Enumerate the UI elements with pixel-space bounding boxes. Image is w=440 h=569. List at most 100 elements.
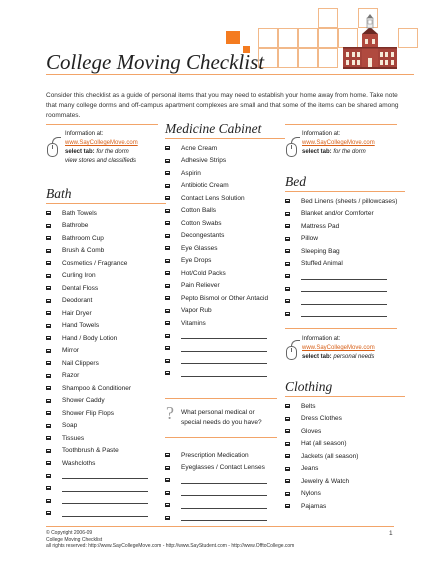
- checkbox-icon[interactable]: [285, 199, 290, 204]
- question-mark-icon: ?: [166, 403, 174, 423]
- checkbox-icon[interactable]: [46, 348, 51, 353]
- checkbox-icon[interactable]: [285, 491, 290, 496]
- checkbox-icon[interactable]: [46, 211, 51, 216]
- checkbox-icon[interactable]: [165, 453, 170, 458]
- checklist-item-label: Eye Drops: [181, 257, 212, 265]
- write-in-line[interactable]: [301, 310, 387, 318]
- checkbox-icon[interactable]: [285, 466, 290, 471]
- checkbox-icon[interactable]: [165, 271, 170, 276]
- write-in-line[interactable]: [181, 502, 267, 509]
- checkbox-icon[interactable]: [46, 373, 51, 378]
- write-in-line[interactable]: [181, 332, 267, 340]
- checkbox-icon[interactable]: [46, 336, 51, 341]
- checkbox-icon[interactable]: [46, 386, 51, 391]
- checkbox-icon[interactable]: [46, 273, 51, 278]
- mouse-icon: [286, 143, 297, 157]
- checkbox-icon[interactable]: [46, 436, 51, 441]
- checkbox-icon[interactable]: [46, 411, 51, 416]
- checklist-item: Sleeping Bag: [285, 245, 405, 258]
- info-link[interactable]: www.SayCollegeMove.com: [302, 345, 375, 351]
- checkbox-icon[interactable]: [285, 404, 290, 409]
- write-in-line[interactable]: [62, 497, 148, 505]
- checkbox-icon[interactable]: [165, 171, 170, 176]
- checkbox-icon[interactable]: [46, 261, 51, 266]
- checkbox-icon[interactable]: [285, 416, 290, 421]
- checkbox-icon[interactable]: [46, 311, 51, 316]
- write-in-line[interactable]: [62, 472, 148, 480]
- info-link[interactable]: www.SayCollegeMove.com: [65, 140, 138, 146]
- checkbox-icon[interactable]: [165, 358, 170, 363]
- checkbox-icon[interactable]: [46, 398, 51, 403]
- checkbox-icon[interactable]: [46, 511, 51, 516]
- checkbox-icon[interactable]: [285, 429, 290, 434]
- checkbox-icon[interactable]: [165, 490, 170, 495]
- write-in-line[interactable]: [181, 477, 267, 484]
- write-in-line[interactable]: [181, 514, 267, 522]
- checkbox-icon[interactable]: [46, 448, 51, 453]
- checklist-item-label: Hot/Cold Packs: [181, 269, 226, 277]
- checkbox-icon[interactable]: [285, 249, 290, 254]
- info-box-bed: Information at: www.SayCollegeMove.com s…: [302, 130, 397, 157]
- checkbox-icon[interactable]: [285, 479, 290, 484]
- checkbox-icon[interactable]: [46, 236, 51, 241]
- checkbox-icon[interactable]: [165, 515, 170, 520]
- info-link[interactable]: www.SayCollegeMove.com: [302, 140, 375, 146]
- checkbox-icon[interactable]: [165, 296, 170, 301]
- checkbox-icon[interactable]: [46, 461, 51, 466]
- checklist-item: Shampoo & Conditioner: [46, 382, 166, 395]
- checkbox-icon[interactable]: [46, 298, 51, 303]
- checkbox-icon[interactable]: [165, 346, 170, 351]
- write-in-line[interactable]: [181, 357, 267, 365]
- checkbox-icon[interactable]: [165, 283, 170, 288]
- write-in-line[interactable]: [181, 345, 267, 352]
- checkbox-icon[interactable]: [165, 503, 170, 508]
- checkbox-icon[interactable]: [165, 158, 170, 163]
- write-in-line[interactable]: [181, 489, 267, 497]
- checkbox-icon[interactable]: [165, 333, 170, 338]
- checkbox-icon[interactable]: [46, 223, 51, 228]
- checkbox-icon[interactable]: [46, 473, 51, 478]
- checkbox-icon[interactable]: [165, 196, 170, 201]
- checkbox-icon[interactable]: [285, 274, 290, 279]
- checklist-item-label: Brush & Comb: [62, 247, 105, 255]
- checkbox-icon[interactable]: [46, 361, 51, 366]
- checklist-item: Jackets (all season): [285, 450, 405, 463]
- checkbox-icon[interactable]: [165, 478, 170, 483]
- checkbox-icon[interactable]: [165, 233, 170, 238]
- write-in-line[interactable]: [301, 298, 387, 305]
- checkbox-icon[interactable]: [285, 311, 290, 316]
- checkbox-icon[interactable]: [165, 321, 170, 326]
- write-in-line[interactable]: [301, 285, 387, 293]
- checkbox-icon[interactable]: [285, 286, 290, 291]
- checkbox-icon[interactable]: [285, 454, 290, 459]
- checkbox-icon[interactable]: [285, 299, 290, 304]
- checkbox-icon[interactable]: [285, 504, 290, 509]
- checkbox-icon[interactable]: [285, 261, 290, 266]
- checkbox-icon[interactable]: [46, 323, 51, 328]
- checkbox-icon[interactable]: [165, 258, 170, 263]
- checkbox-icon[interactable]: [165, 246, 170, 251]
- checkbox-icon[interactable]: [46, 486, 51, 491]
- checklist-item: Mirror: [46, 345, 166, 358]
- checkbox-icon[interactable]: [165, 465, 170, 470]
- checkbox-icon[interactable]: [165, 371, 170, 376]
- checkbox-icon[interactable]: [165, 183, 170, 188]
- checkbox-icon[interactable]: [46, 286, 51, 291]
- checkbox-icon[interactable]: [165, 208, 170, 213]
- write-in-line[interactable]: [62, 510, 148, 517]
- checkbox-icon[interactable]: [285, 236, 290, 241]
- checkbox-icon[interactable]: [285, 441, 290, 446]
- checkbox-icon[interactable]: [46, 248, 51, 253]
- checklist-item-label: Toothbrush & Paste: [62, 447, 119, 455]
- write-in-line[interactable]: [181, 370, 267, 377]
- checkbox-icon[interactable]: [46, 423, 51, 428]
- checkbox-icon[interactable]: [165, 221, 170, 226]
- checkbox-icon[interactable]: [285, 224, 290, 229]
- checkbox-icon[interactable]: [165, 146, 170, 151]
- checkbox-icon[interactable]: [46, 498, 51, 503]
- checkbox-icon[interactable]: [165, 308, 170, 313]
- checkbox-icon[interactable]: [285, 211, 290, 216]
- checklist-item: Dental Floss: [46, 282, 166, 295]
- write-in-line[interactable]: [62, 485, 148, 492]
- write-in-line[interactable]: [301, 273, 387, 280]
